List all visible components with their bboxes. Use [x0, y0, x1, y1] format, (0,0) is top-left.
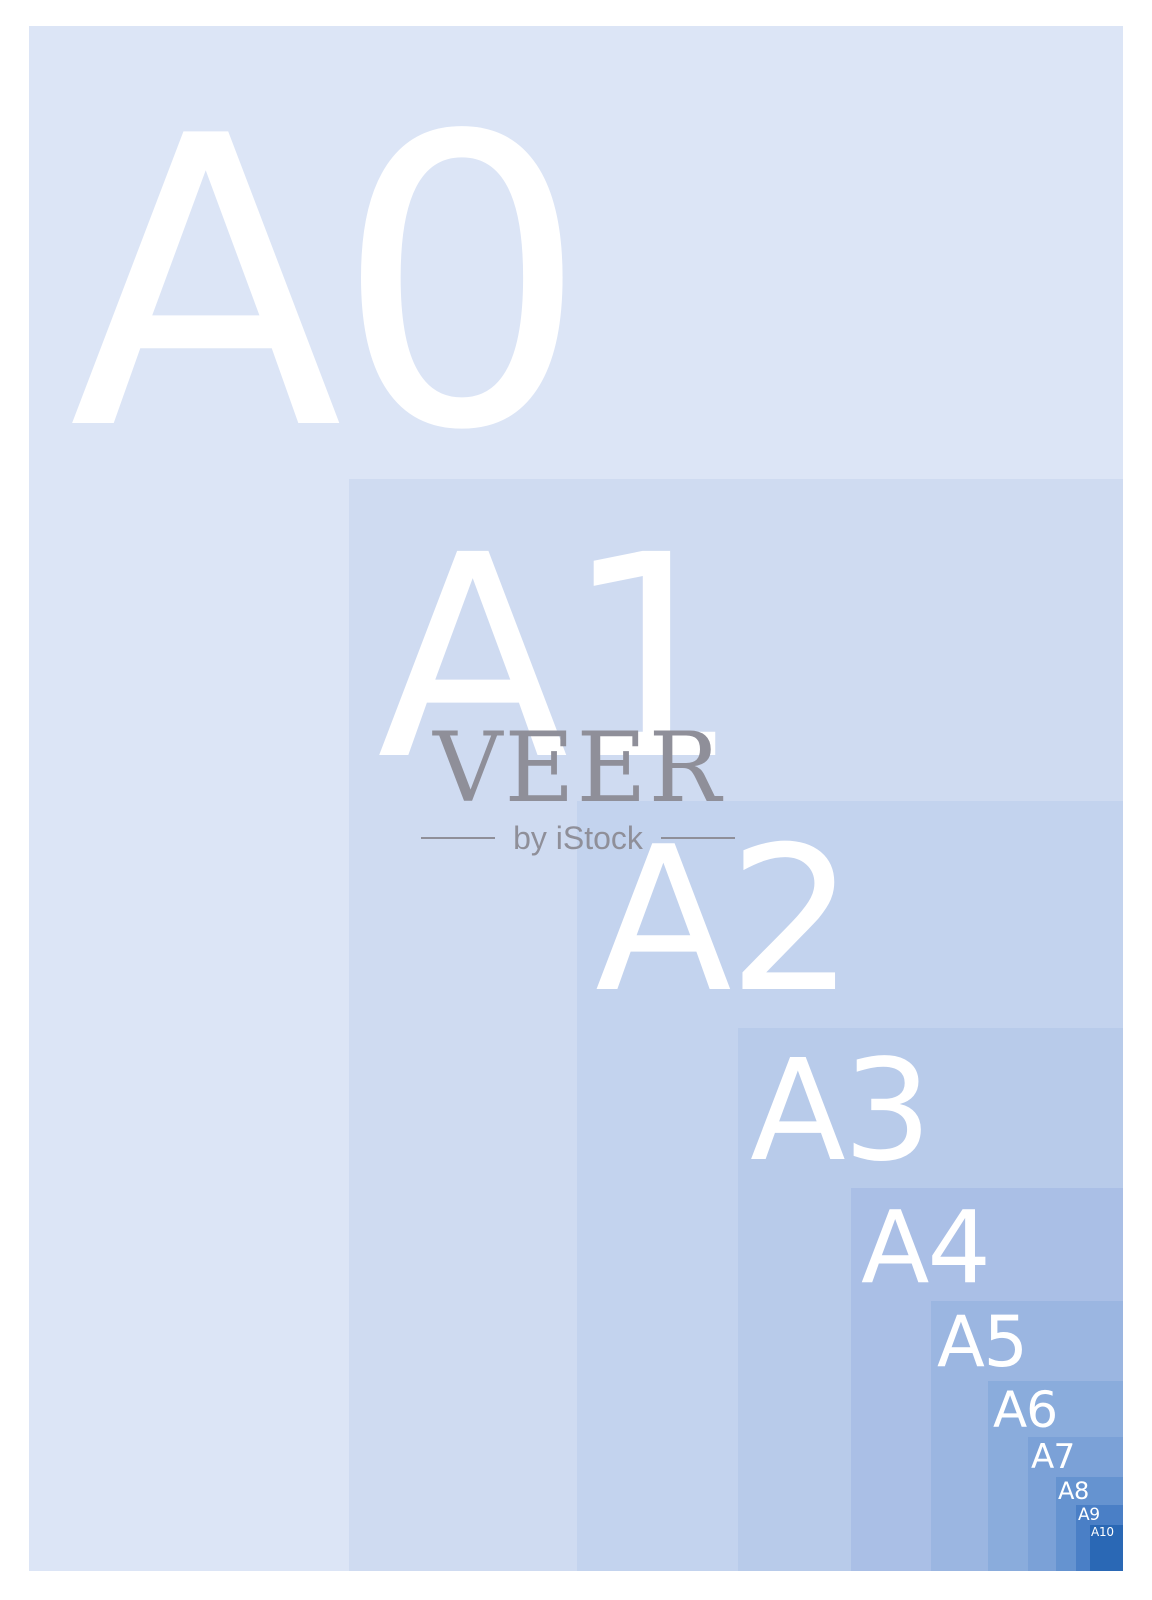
sheet-label-a2: A2: [595, 804, 855, 1037]
sheet-label-a4: A4: [861, 1189, 991, 1306]
sheet-label-a0: A0: [69, 53, 589, 518]
sheet-label-a9: A9: [1078, 1505, 1100, 1525]
sheet-label-a1: A1: [377, 496, 741, 822]
sheet-label-a7: A7: [1031, 1437, 1075, 1477]
sheet-label-a6: A6: [993, 1381, 1058, 1439]
sheet-label-a10: A10: [1091, 1525, 1114, 1539]
sheet-label-a5: A5: [937, 1301, 1028, 1383]
sheet-a10: A10: [1090, 1525, 1123, 1571]
sheet-label-a8: A8: [1058, 1477, 1089, 1505]
sheet-label-a3: A3: [750, 1030, 932, 1193]
